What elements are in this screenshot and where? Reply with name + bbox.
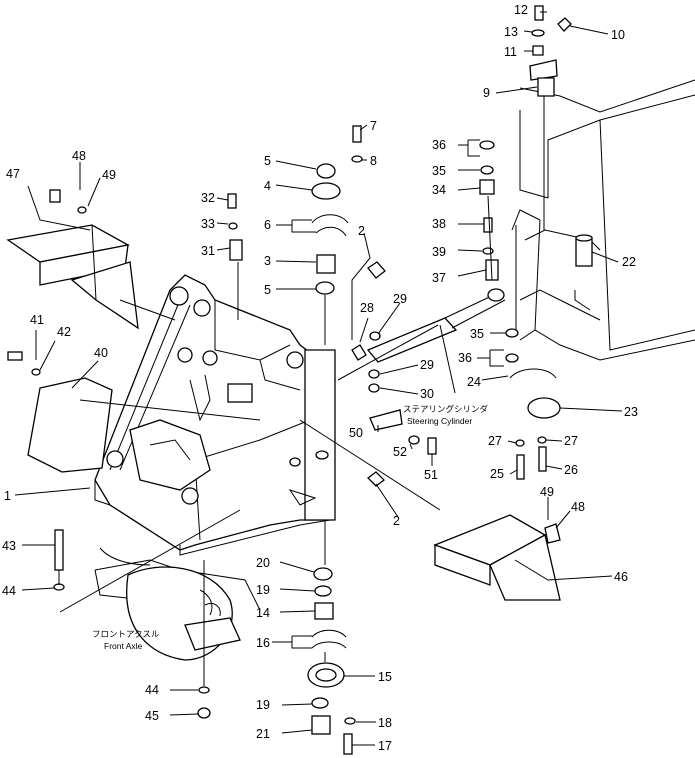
callout-number: 47 (6, 167, 20, 181)
front-axle-label: Front Axle (104, 641, 143, 651)
front-axle-label-jp: フロントアクスル (92, 629, 160, 639)
callout-number: 4 (264, 179, 271, 193)
callout-number: 24 (467, 375, 481, 389)
callout-number: 41 (30, 313, 44, 327)
right-stopper-drawing (433, 514, 561, 601)
steering-cylinder-label: Steering Cylinder (407, 416, 472, 426)
callout-number: 30 (420, 387, 434, 401)
callout-number: 3 (264, 254, 271, 268)
callout-number: 14 (256, 606, 270, 620)
callout-number: 13 (504, 25, 518, 39)
callout-number: 12 (514, 3, 528, 17)
callout-number: 33 (201, 217, 215, 231)
callout-number: 42 (57, 325, 71, 339)
callout-number: 29 (393, 292, 407, 306)
callout-number: 16 (256, 636, 270, 650)
callout-number: 44 (145, 683, 159, 697)
callout-number: 32 (201, 191, 215, 205)
callout-number: 23 (624, 405, 638, 419)
callout-number: 43 (2, 539, 16, 553)
callout-number: 51 (424, 468, 438, 482)
callout-number: 48 (571, 500, 585, 514)
callout-number: 22 (622, 255, 636, 269)
front-axle-drawing (94, 547, 261, 661)
callout-number: 35 (470, 327, 484, 341)
callout-number: 6 (264, 218, 271, 232)
left-stopper-drawing (6, 189, 139, 376)
callout-number: 20 (256, 556, 270, 570)
callout-number: 46 (614, 570, 628, 584)
rear-frame-drawing (511, 79, 695, 361)
top-pin-parts (529, 5, 572, 97)
callout-number: 15 (378, 670, 392, 684)
callout-number: 29 (420, 358, 434, 372)
callout-number: 1 (4, 489, 11, 503)
callout-number: 11 (504, 45, 517, 59)
callout-number: 27 (564, 434, 578, 448)
callout-number: 49 (102, 168, 116, 182)
callout-number: 40 (94, 346, 108, 360)
callout-number: 36 (458, 351, 472, 365)
callout-number: 10 (611, 28, 625, 42)
callout-number: 7 (370, 119, 377, 133)
lower-kingpin-parts (53, 529, 356, 755)
callout-number: 19 (256, 583, 270, 597)
callout-number: 27 (488, 434, 502, 448)
callout-number: 5 (264, 154, 271, 168)
steering-cylinder-label-jp: ステアリングシリンダ (403, 404, 489, 414)
front-frame-drawing (94, 274, 336, 556)
callout-number: 9 (483, 86, 490, 100)
callout-number: 39 (432, 245, 446, 259)
callout-number: 19 (256, 698, 270, 712)
callout-number: 50 (349, 426, 363, 440)
callout-numbers: 12 13 11 10 9 7 8 5 4 6 3 5 2 32 33 31 3… (2, 3, 638, 753)
callout-number: 28 (360, 301, 374, 315)
callout-number: 35 (432, 164, 446, 178)
captions: ステアリングシリンダ Steering Cylinder フロントアクスル Fr… (92, 404, 489, 651)
leader-lines (14, 11, 623, 746)
callout-number: 8 (370, 154, 377, 168)
callout-number: 52 (393, 445, 407, 459)
callout-number: 5 (264, 283, 271, 297)
callout-number: 18 (378, 716, 392, 730)
callout-number: 45 (145, 709, 159, 723)
callout-number: 37 (432, 271, 446, 285)
callout-number: 26 (564, 463, 578, 477)
callout-number: 2 (358, 224, 365, 238)
callout-number: 36 (432, 138, 446, 152)
cover-plate-drawing (27, 377, 113, 473)
callout-number: 48 (72, 149, 86, 163)
line-art (6, 5, 695, 755)
callout-number: 31 (201, 244, 215, 258)
callout-number: 38 (432, 217, 446, 231)
callout-number: 17 (378, 739, 392, 753)
callout-number: 25 (490, 467, 504, 481)
upper-kingpin-parts (227, 125, 386, 295)
callout-number: 44 (2, 584, 16, 598)
callout-number: 49 (540, 485, 554, 499)
callout-number: 34 (432, 183, 446, 197)
callout-number: 2 (393, 514, 400, 528)
callout-number: 21 (256, 727, 270, 741)
